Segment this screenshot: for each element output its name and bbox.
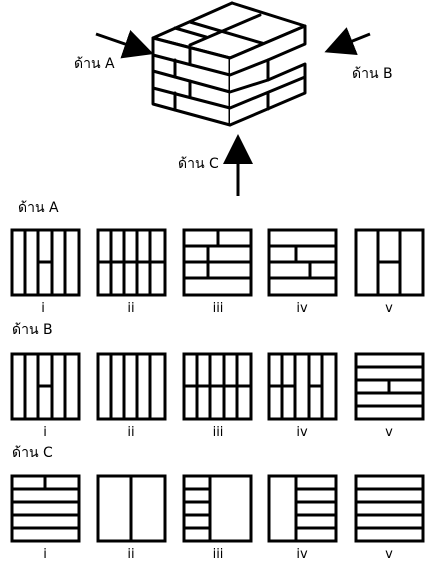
option-c-ii[interactable] xyxy=(96,474,167,543)
option-b-v[interactable] xyxy=(354,352,425,421)
option-b-iv[interactable] xyxy=(267,352,338,421)
section-a-options xyxy=(10,228,425,297)
option-c-iii-label: iii xyxy=(213,547,224,562)
option-b-v-label: v xyxy=(385,425,393,440)
option-b-ii[interactable] xyxy=(96,352,167,421)
option-c-i[interactable] xyxy=(10,474,81,543)
option-b-iv-label: iv xyxy=(296,425,308,440)
option-a-v-label: v xyxy=(385,301,393,316)
option-c-ii-label: ii xyxy=(127,547,134,562)
block-cube xyxy=(151,1,307,127)
option-a-iii-label: iii xyxy=(213,301,224,316)
option-c-i-label: i xyxy=(43,547,47,562)
option-a-i-label: i xyxy=(41,301,45,316)
option-c-v[interactable] xyxy=(354,474,425,543)
option-b-iii[interactable] xyxy=(182,352,253,421)
side-c-label: ด้าน C xyxy=(178,156,219,172)
option-c-iv[interactable] xyxy=(267,474,338,543)
section-c-options xyxy=(10,474,425,543)
option-a-iii[interactable] xyxy=(182,228,253,297)
option-b-ii-label: ii xyxy=(127,425,134,440)
option-a-i[interactable] xyxy=(10,228,81,297)
section-b-title: ด้าน B xyxy=(12,322,53,338)
option-b-iii-label: iii xyxy=(213,425,224,440)
option-b-i[interactable] xyxy=(10,352,81,421)
arrow-side-b xyxy=(324,27,371,56)
section-a-title: ด้าน A xyxy=(18,200,59,216)
option-c-iv-label: iv xyxy=(296,547,308,562)
option-a-v[interactable] xyxy=(354,228,425,297)
option-c-v-label: v xyxy=(385,547,393,562)
option-a-iv[interactable] xyxy=(267,228,338,297)
option-a-ii-label: ii xyxy=(127,301,134,316)
section-b-options xyxy=(10,352,425,421)
option-b-i-label: i xyxy=(43,425,47,440)
side-b-label: ด้าน B xyxy=(352,66,393,82)
section-c-title: ด้าน C xyxy=(12,445,53,461)
side-a-label: ด้าน A xyxy=(74,56,115,72)
arrow-side-a xyxy=(95,29,154,59)
option-a-iv-label: iv xyxy=(296,301,308,316)
option-a-ii[interactable] xyxy=(96,228,167,297)
option-c-iii[interactable] xyxy=(182,474,253,543)
